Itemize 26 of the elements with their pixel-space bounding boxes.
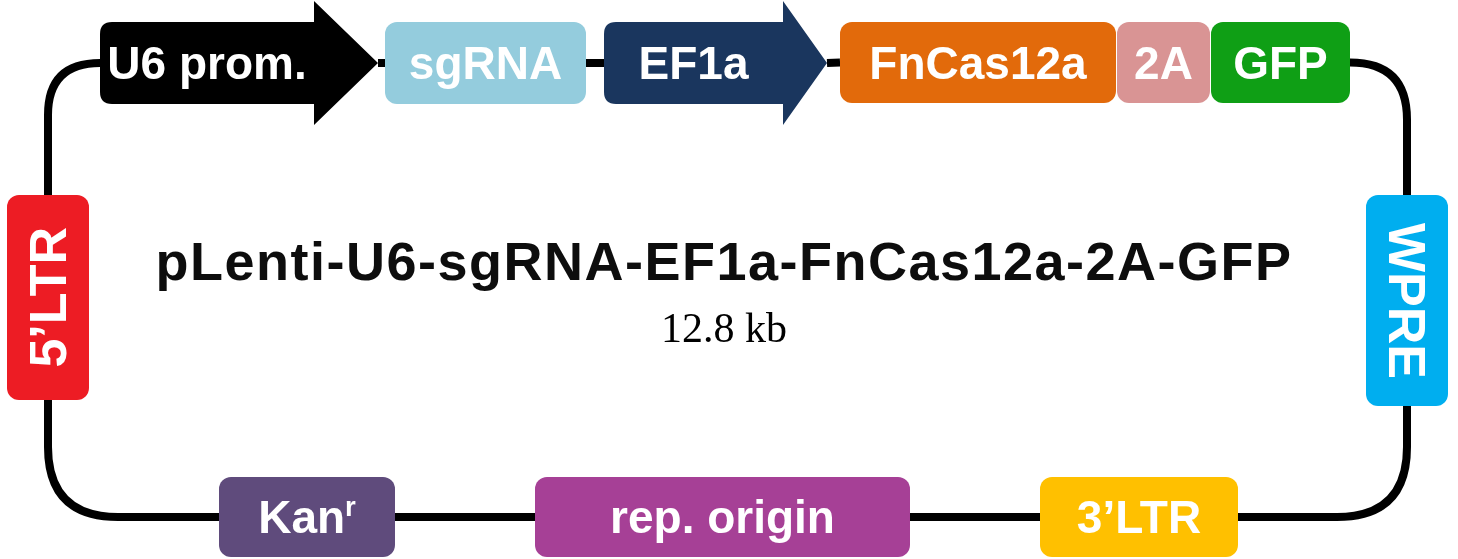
backbone-line [1238, 406, 1411, 521]
feature-label: 3’LTR [1076, 494, 1202, 540]
backbone-line [44, 400, 219, 521]
feature-label: 5’LTR [22, 227, 74, 368]
feature-box [1211, 22, 1350, 103]
feature-label: FnCas12a [869, 39, 1087, 86]
feature-box [535, 477, 910, 557]
feature-label: 2A [1134, 39, 1193, 86]
backbone-line [378, 59, 385, 67]
pointed-feature-block [100, 1, 378, 125]
feature-box [219, 477, 395, 557]
feature-box [1040, 477, 1238, 557]
feature-label: EF1a [638, 40, 749, 86]
feature-box [1366, 195, 1448, 406]
feature-box [840, 22, 1116, 103]
backbone-line [586, 59, 604, 67]
feature-box [385, 22, 586, 104]
feature-box [1117, 22, 1210, 103]
backbone-line [395, 513, 535, 521]
backbone-line [826, 58, 841, 67]
feature-label: Kan$^{r}$ [258, 494, 356, 540]
feature-label: GFP [1233, 39, 1328, 86]
feature-box [7, 195, 89, 400]
feature-label: WPRE [1381, 222, 1433, 379]
pointed-feature-block [604, 1, 827, 125]
backbone-line [910, 513, 1040, 521]
